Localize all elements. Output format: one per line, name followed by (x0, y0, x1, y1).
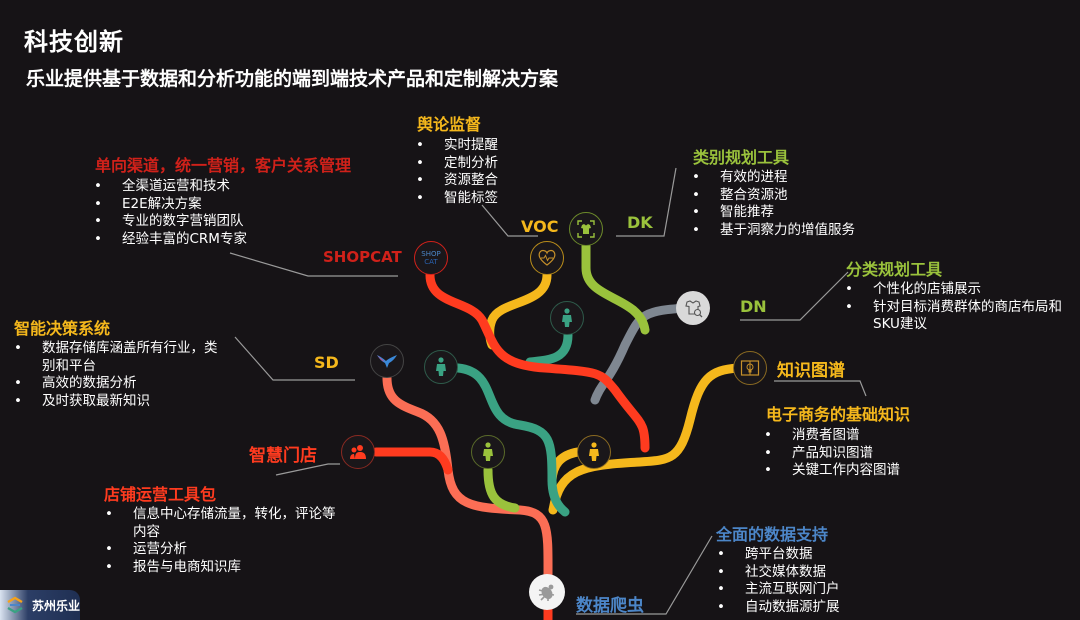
data-support-list: 跨平台数据 社交媒体数据 主流互联网门户 自动数据源扩展 (715, 546, 840, 616)
list-item: 实时提醒 (414, 137, 498, 155)
list-item: E2E解决方案 (92, 196, 247, 214)
list-item: 全渠道运营和技术 (92, 178, 247, 196)
logo-mark-icon (6, 596, 24, 614)
book-bulb-icon (740, 360, 760, 376)
list-item: 数据存储库涵盖所有行业，类别和平台 (12, 340, 230, 375)
ecommerce-knowledge-heading: 电子商务的基础知识 (766, 405, 911, 424)
smart-store-node[interactable] (341, 435, 375, 469)
list-item: 智能标签 (414, 190, 498, 208)
shopcat-tag: SHOPCAT (323, 248, 402, 266)
company-logo: 苏州乐业 (0, 590, 80, 620)
person-node-mint[interactable] (424, 350, 458, 384)
tshirt-search-icon (685, 300, 703, 318)
opinion-list: 实时提醒 定制分析 资源整合 智能标签 (414, 137, 498, 207)
knowledge-graph-node[interactable] (733, 351, 767, 385)
person-node-yellow[interactable] (577, 435, 611, 469)
smart-store-tag: 智慧门店 (249, 446, 317, 466)
category-tool-heading: 类别规划工具 (693, 148, 790, 167)
dk-tag: DK (627, 213, 653, 232)
decision-system-list: 数据存储库涵盖所有行业，类别和平台 高效的数据分析 及时获取最新知识 (12, 340, 230, 410)
list-item: 跨平台数据 (715, 546, 840, 564)
page-subtitle: 乐业提供基于数据和分析功能的端到端技术产品和定制解决方案 (26, 68, 559, 90)
list-item: 关键工作内容图谱 (762, 462, 900, 480)
person-green-icon (483, 442, 493, 461)
ecommerce-knowledge-list: 消费者图谱 产品知识图谱 关键工作内容图谱 (762, 427, 900, 480)
list-item: 经验丰富的CRM专家 (92, 231, 247, 249)
list-item: 整合资源池 (690, 187, 855, 205)
shopcat-node[interactable]: SHOP CAT (414, 241, 448, 275)
list-item: 有效的进程 (690, 169, 855, 187)
classification-tool-list: 个性化的店铺展示 针对目标消费群体的商店布局和SKU建议 (843, 281, 1078, 334)
dk-node[interactable] (569, 212, 603, 246)
crm-list: 全渠道运营和技术 E2E解决方案 专业的数字营销团队 经验丰富的CRM专家 (92, 178, 247, 248)
list-item: 定制分析 (414, 155, 498, 173)
person-node-teal[interactable] (550, 301, 584, 335)
people-group-icon (350, 445, 366, 459)
person-mint-icon (436, 357, 446, 376)
list-item: 资源整合 (414, 172, 498, 190)
decision-system-heading: 智能决策系统 (14, 319, 111, 338)
opinion-heading: 舆论监督 (417, 115, 482, 134)
dn-tag: DN (740, 297, 767, 316)
data-support-heading: 全面的数据支持 (716, 525, 829, 544)
list-item: 针对目标消费群体的商店布局和SKU建议 (843, 299, 1078, 334)
bug-icon (538, 584, 555, 601)
sd-tag: SD (314, 353, 339, 372)
crm-heading: 单向渠道，统一营销，客户关系管理 (95, 156, 352, 175)
classification-tool-heading: 分类规划工具 (846, 260, 943, 279)
person-node-green[interactable] (471, 435, 505, 469)
dn-node[interactable] (676, 291, 710, 325)
voc-node[interactable] (530, 241, 564, 275)
list-item: 智能推荐 (690, 204, 855, 222)
list-item: 高效的数据分析 (12, 375, 230, 393)
person-teal-icon (562, 308, 572, 327)
list-item: 消费者图谱 (762, 427, 900, 445)
category-tool-list: 有效的进程 整合资源池 智能推荐 基于洞察力的增值服务 (690, 169, 855, 239)
knowledge-graph-tag: 知识图谱 (777, 361, 845, 381)
page-title: 科技创新 (24, 28, 124, 56)
logo-text: 苏州乐业 (32, 598, 81, 613)
person-yellow-icon (589, 442, 599, 461)
store-toolkit-list: 信息中心存储流量，转化，评论等内容 运营分析 报告与电商知识库 (103, 506, 348, 576)
heart-pulse-icon (538, 249, 556, 266)
list-item: 基于洞察力的增值服务 (690, 222, 855, 240)
shopcat-logo-text-top: SHOP (421, 250, 441, 258)
list-item: 主流互联网门户 (715, 581, 840, 599)
list-item: 个性化的店铺展示 (843, 281, 1078, 299)
voc-tag: VOC (521, 217, 559, 236)
crawler-node[interactable] (529, 574, 565, 610)
list-item: 专业的数字营销团队 (92, 213, 247, 231)
store-toolkit-heading: 店铺运营工具包 (104, 485, 217, 504)
list-item: 自动数据源扩展 (715, 599, 840, 617)
list-item: 报告与电商知识库 (103, 559, 348, 577)
list-item: 产品知识图谱 (762, 445, 900, 463)
shopcat-logo-icon: SHOP CAT (421, 250, 440, 266)
sd-bird-logo-icon (377, 355, 397, 368)
shopcat-logo-text-bottom: CAT (424, 258, 438, 266)
list-item: 运营分析 (103, 541, 348, 559)
tshirt-scan-icon (577, 220, 595, 238)
list-item: 信息中心存储流量，转化，评论等内容 (103, 506, 348, 541)
list-item: 社交媒体数据 (715, 564, 840, 582)
list-item: 及时获取最新知识 (12, 393, 230, 411)
sd-node[interactable] (370, 344, 404, 378)
crawler-tag: 数据爬虫 (576, 596, 644, 616)
